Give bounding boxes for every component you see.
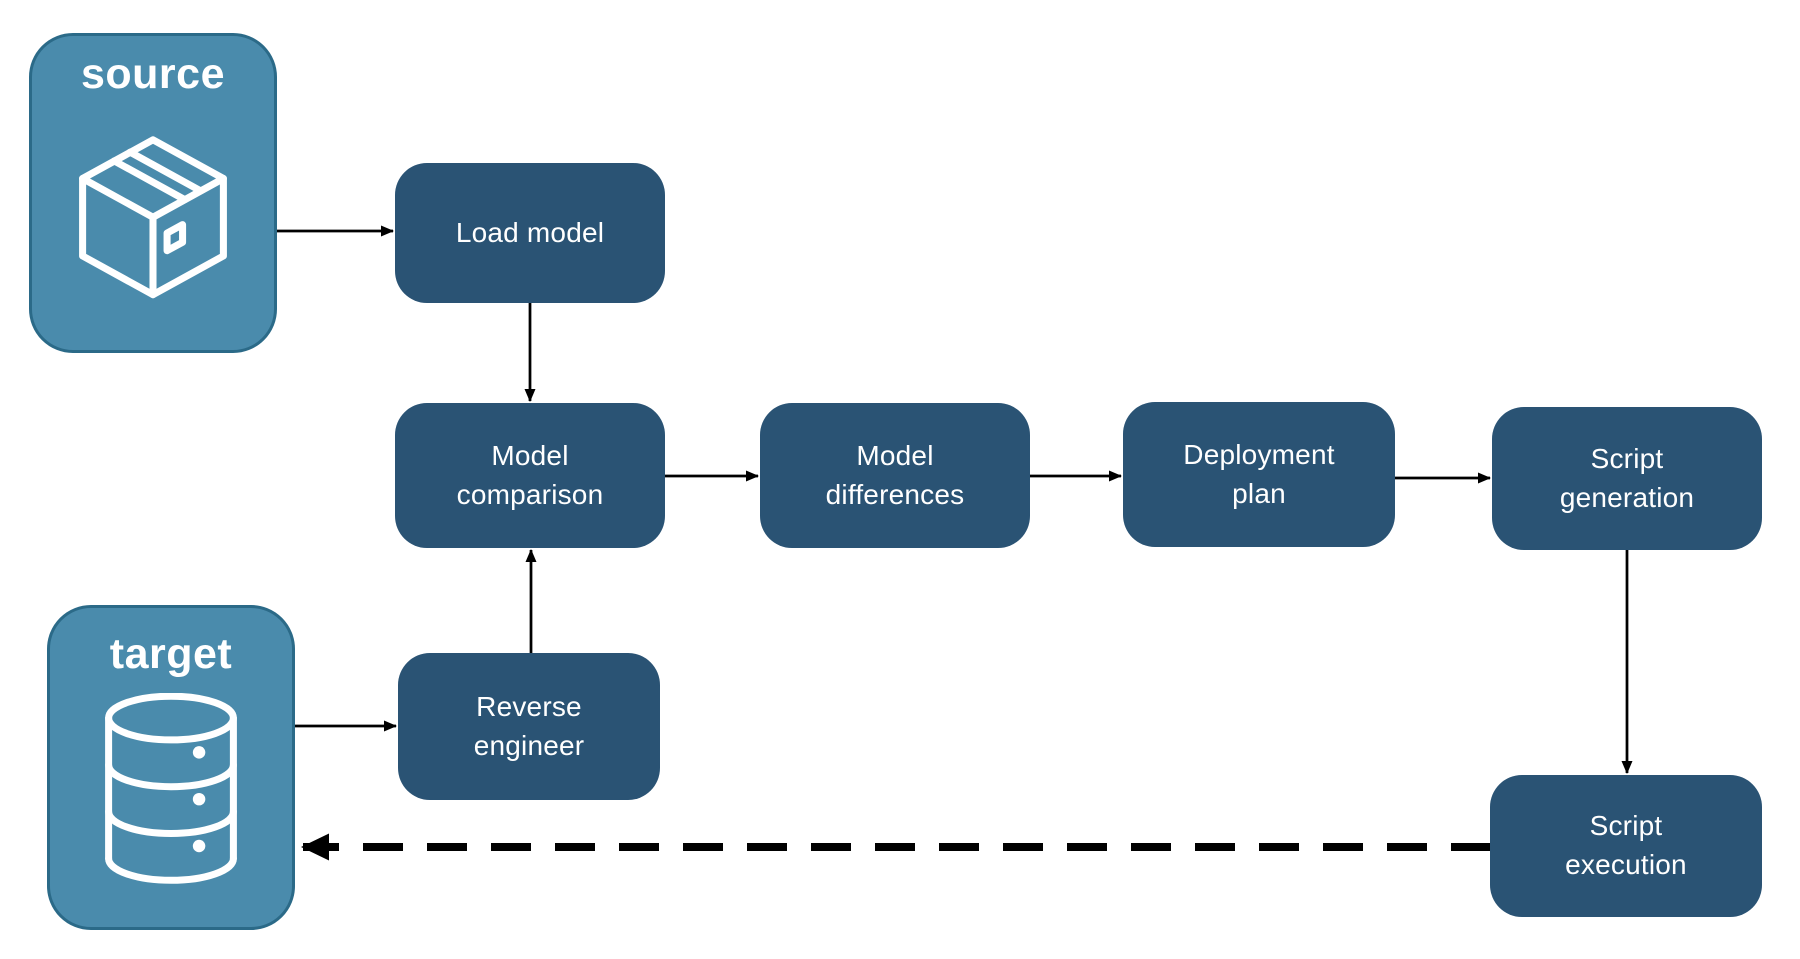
node-model-differences: Model differences xyxy=(760,403,1030,548)
endpoint-target: target xyxy=(47,605,295,930)
node-deployment-plan: Deployment plan xyxy=(1123,402,1395,547)
node-model-comparison: Model comparison xyxy=(395,403,665,548)
database-icon xyxy=(105,693,237,884)
node-load-model: Load model xyxy=(395,163,665,303)
node-script-generation: Script generation xyxy=(1492,407,1762,550)
endpoint-source-label: source xyxy=(80,50,225,98)
endpoint-target-label: target xyxy=(109,630,233,678)
endpoint-source: source xyxy=(29,33,277,353)
node-reverse-engineer: Reverse engineer xyxy=(398,653,660,800)
node-script-execution: Script execution xyxy=(1490,775,1762,917)
package-icon xyxy=(79,136,227,299)
